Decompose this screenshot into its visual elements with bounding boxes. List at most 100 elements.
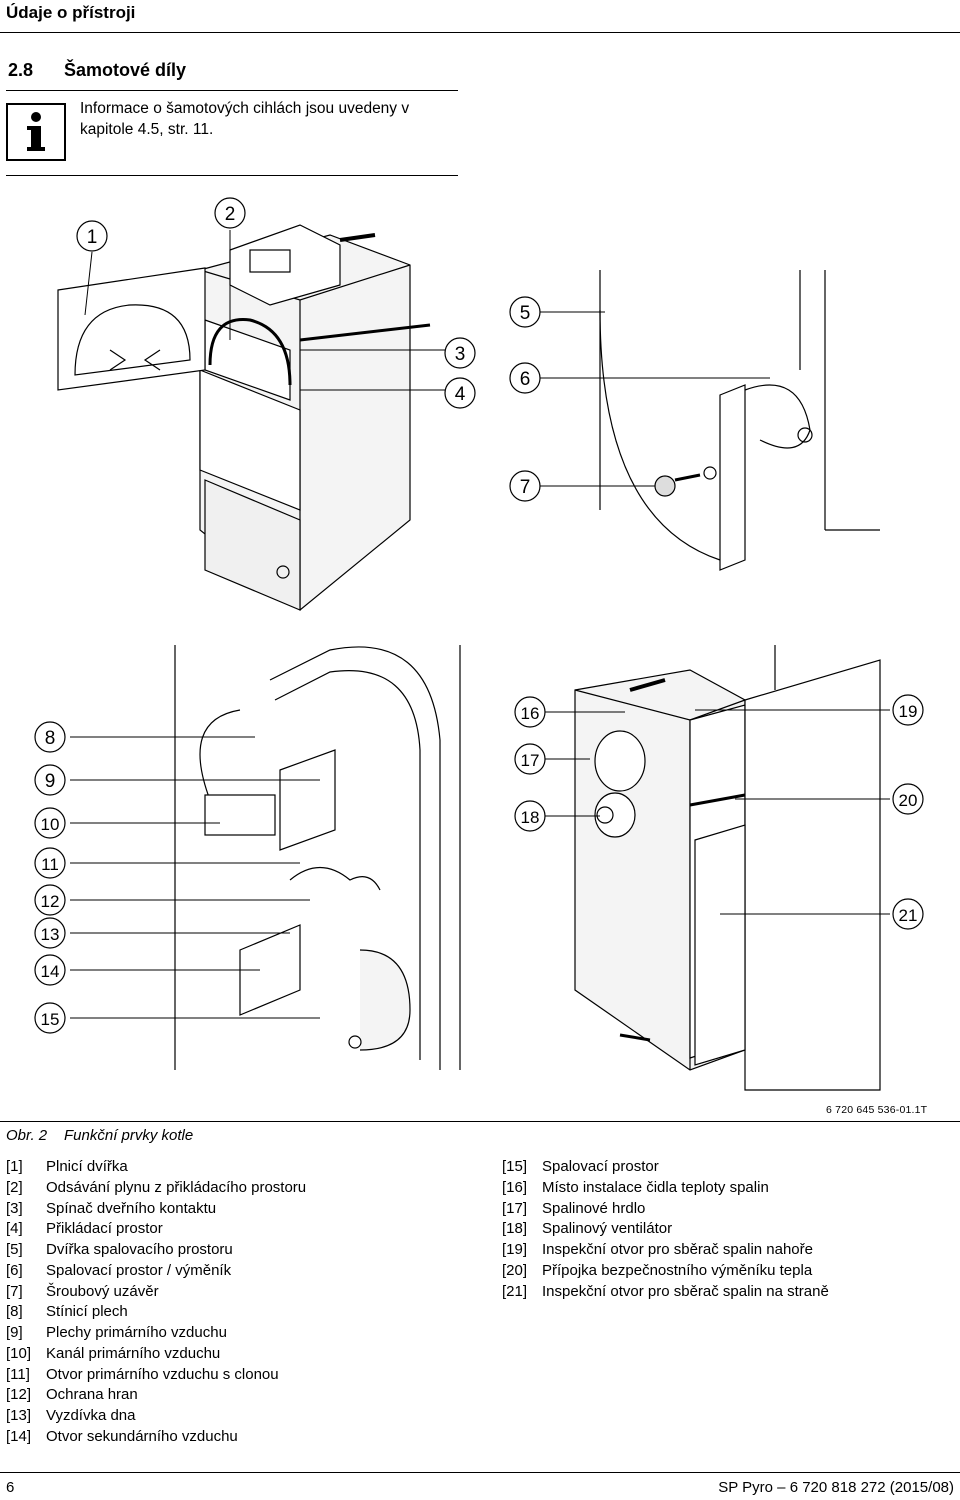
legend-item: [21] Inspekční otvor pro sběrač spalin na… — [502, 1282, 829, 1303]
legend-item: [16] Místo instalace čidla teploty spalin — [502, 1178, 829, 1199]
legend-item-number: [3] — [6, 1199, 23, 1217]
callout-18: 18 — [514, 800, 546, 832]
page-number: 6 — [6, 1479, 15, 1496]
legend-item-text: Spalovací prostor / výměník — [46, 1261, 232, 1279]
legend-item: [17]Spalinové hrdlo — [502, 1199, 829, 1220]
callout-2-label: 2 — [225, 204, 236, 225]
legend-item-text: Spínač dveřního kontaktu — [46, 1199, 217, 1217]
legend-item-text: Vyzdívka dna — [46, 1407, 136, 1424]
legend-item-number: [10] — [6, 1344, 32, 1362]
legend-item-number: [1] — [6, 1158, 23, 1175]
legend-item-number: [15] — [502, 1158, 528, 1175]
legend-item-number: [11] — [6, 1365, 30, 1383]
legend-item-text: Inspekční otvor pro sběrač spalin nahoře — [542, 1241, 813, 1258]
callout-1: 1 — [76, 220, 108, 252]
callout-5: 5 — [509, 296, 541, 328]
callout-10: 10 — [34, 807, 66, 839]
callout-17: 17 — [514, 743, 546, 775]
callout-14: 14 — [34, 954, 66, 986]
legend-item-text: Otvor sekundárního vzduchu — [46, 1427, 238, 1445]
legend-list-right: [15] Spalovací prostor [16] Místo instalac… — [502, 1157, 829, 1302]
section-number: 2.8 — [8, 60, 34, 80]
callout-11: 11 — [34, 847, 66, 879]
legend-item: [6]Spalovací prostor / výměník — [6, 1261, 306, 1282]
legend-item: [7] Šroubový uzávěr — [6, 1282, 306, 1303]
boiler-function-diagram: 1 2 3 4 5 6 7 8 9 10 11 12 13 14 15 16 1… — [34, 197, 924, 1091]
callout-13-label: 13 — [41, 925, 60, 944]
legend-item: [18]Spalinový ventilátor — [502, 1219, 829, 1240]
boiler-overview-drawing — [57, 224, 431, 611]
legend-item-text: Odsávání plynu z přikládacího prostoru — [46, 1178, 307, 1196]
legend-list-left: [1] Plnicí dvířka [2] Odsávání plynu z při… — [6, 1157, 306, 1448]
callout-19: 19 — [892, 694, 924, 726]
info-icon — [6, 103, 66, 161]
callout-4: 4 — [444, 377, 476, 409]
caption-divider — [0, 1121, 960, 1122]
callout-21-label: 21 — [899, 906, 918, 925]
legend-item: [12] Ochrana hran — [6, 1385, 306, 1406]
legend-item-text: Přípojka bezpečnostního výměníku tepla — [542, 1261, 813, 1279]
legend-item-number: [13] — [6, 1407, 32, 1424]
callout-21: 21 — [892, 898, 924, 930]
legend-item-number: [7] — [6, 1282, 23, 1300]
legend-item-text: Šroubový uzávěr — [46, 1282, 159, 1300]
callout-5-label: 5 — [520, 303, 531, 324]
footer-divider — [0, 1472, 960, 1473]
legend-item: [11] Otvor primárního vzduchu s clonou — [6, 1365, 306, 1386]
legend-item-number: [5] — [6, 1241, 23, 1258]
legend-item-number: [14] — [6, 1427, 32, 1445]
legend-item: [19] Inspekční otvor pro sběrač spalin na… — [502, 1240, 829, 1261]
legend-item: [14] Otvor sekundárního vzduchu — [6, 1427, 306, 1448]
legend-item: [4] Přikládací prostor — [6, 1219, 306, 1240]
callout-16: 16 — [514, 696, 546, 728]
combustion-door-detail-drawing — [599, 270, 880, 571]
callout-1-label: 1 — [87, 227, 98, 248]
callout-9-label: 9 — [45, 771, 56, 792]
legend-item-number: [20] — [502, 1261, 528, 1279]
callout-17-label: 17 — [521, 751, 540, 770]
legend-item-text: Spalovací prostor — [542, 1158, 659, 1175]
legend-item: [9]Plechy primárního vzduchu — [6, 1323, 306, 1344]
callout-20-label: 20 — [899, 791, 918, 810]
legend-item: [13] Vyzdívka dna — [6, 1406, 306, 1427]
document-id: SP Pyro – 6 720 818 272 (2015/08) — [718, 1479, 954, 1496]
legend-item: [5] Dvířka spalovacího prostoru — [6, 1240, 306, 1261]
figure-caption-label: Obr. 2 — [6, 1127, 48, 1144]
legend-item-number: [19] — [502, 1241, 528, 1258]
legend-item-text: Ochrana hran — [46, 1386, 138, 1404]
legend-item-number: [4] — [6, 1220, 23, 1238]
section-title: Šamotové díly — [64, 60, 187, 80]
combustion-chamber-cutaway-drawing — [174, 645, 461, 1070]
callout-18-label: 18 — [521, 808, 540, 827]
legend-item: [8]Stínicí plech — [6, 1302, 306, 1323]
figure-reference-code: 6 720 645 536-01.1T — [826, 1104, 928, 1116]
callout-7-label: 7 — [520, 477, 531, 498]
legend-item-text: Dvířka spalovacího prostoru — [46, 1241, 233, 1258]
legend-item-number: [21] — [502, 1282, 528, 1300]
callout-14-label: 14 — [41, 962, 60, 981]
legend-item-text: Otvor primárního vzduchu s clonou — [46, 1365, 279, 1383]
legend-item: [3] Spínač dveřního kontaktu — [6, 1199, 306, 1220]
legend-item-number: [12] — [6, 1386, 32, 1404]
callout-10-label: 10 — [41, 815, 60, 834]
legend-item-text: Plnicí dvířka — [46, 1158, 128, 1175]
callout-11-label: 11 — [41, 855, 59, 874]
boiler-rear-view-drawing — [574, 645, 881, 1091]
legend-item-text: Přikládací prostor — [46, 1220, 163, 1238]
legend-item-number: [2] — [6, 1178, 23, 1196]
legend-item-text: Místo instalace čidla teploty spalin — [542, 1178, 769, 1196]
info-note-text: Informace o šamotových cihlách jsou uved… — [80, 100, 410, 138]
callout-3: 3 — [444, 337, 476, 369]
figure-caption-text: Funkční prvky kotle — [64, 1127, 194, 1144]
callout-4-label: 4 — [455, 384, 466, 405]
info-divider-bottom — [6, 175, 458, 176]
callout-12-label: 12 — [41, 892, 60, 911]
callout-13: 13 — [34, 917, 66, 949]
header-divider — [0, 32, 960, 33]
legend-item-text: Spalinový ventilátor — [542, 1220, 673, 1238]
legend-item-text: Inspekční otvor pro sběrač spalin na str… — [542, 1282, 829, 1300]
callout-markers: 1 2 3 4 5 6 7 8 9 10 11 12 13 14 15 16 1… — [34, 197, 924, 1034]
legend-item-number: [16] — [502, 1178, 528, 1196]
legend-item-number: [8] — [6, 1303, 23, 1321]
callout-15-label: 15 — [41, 1010, 60, 1029]
